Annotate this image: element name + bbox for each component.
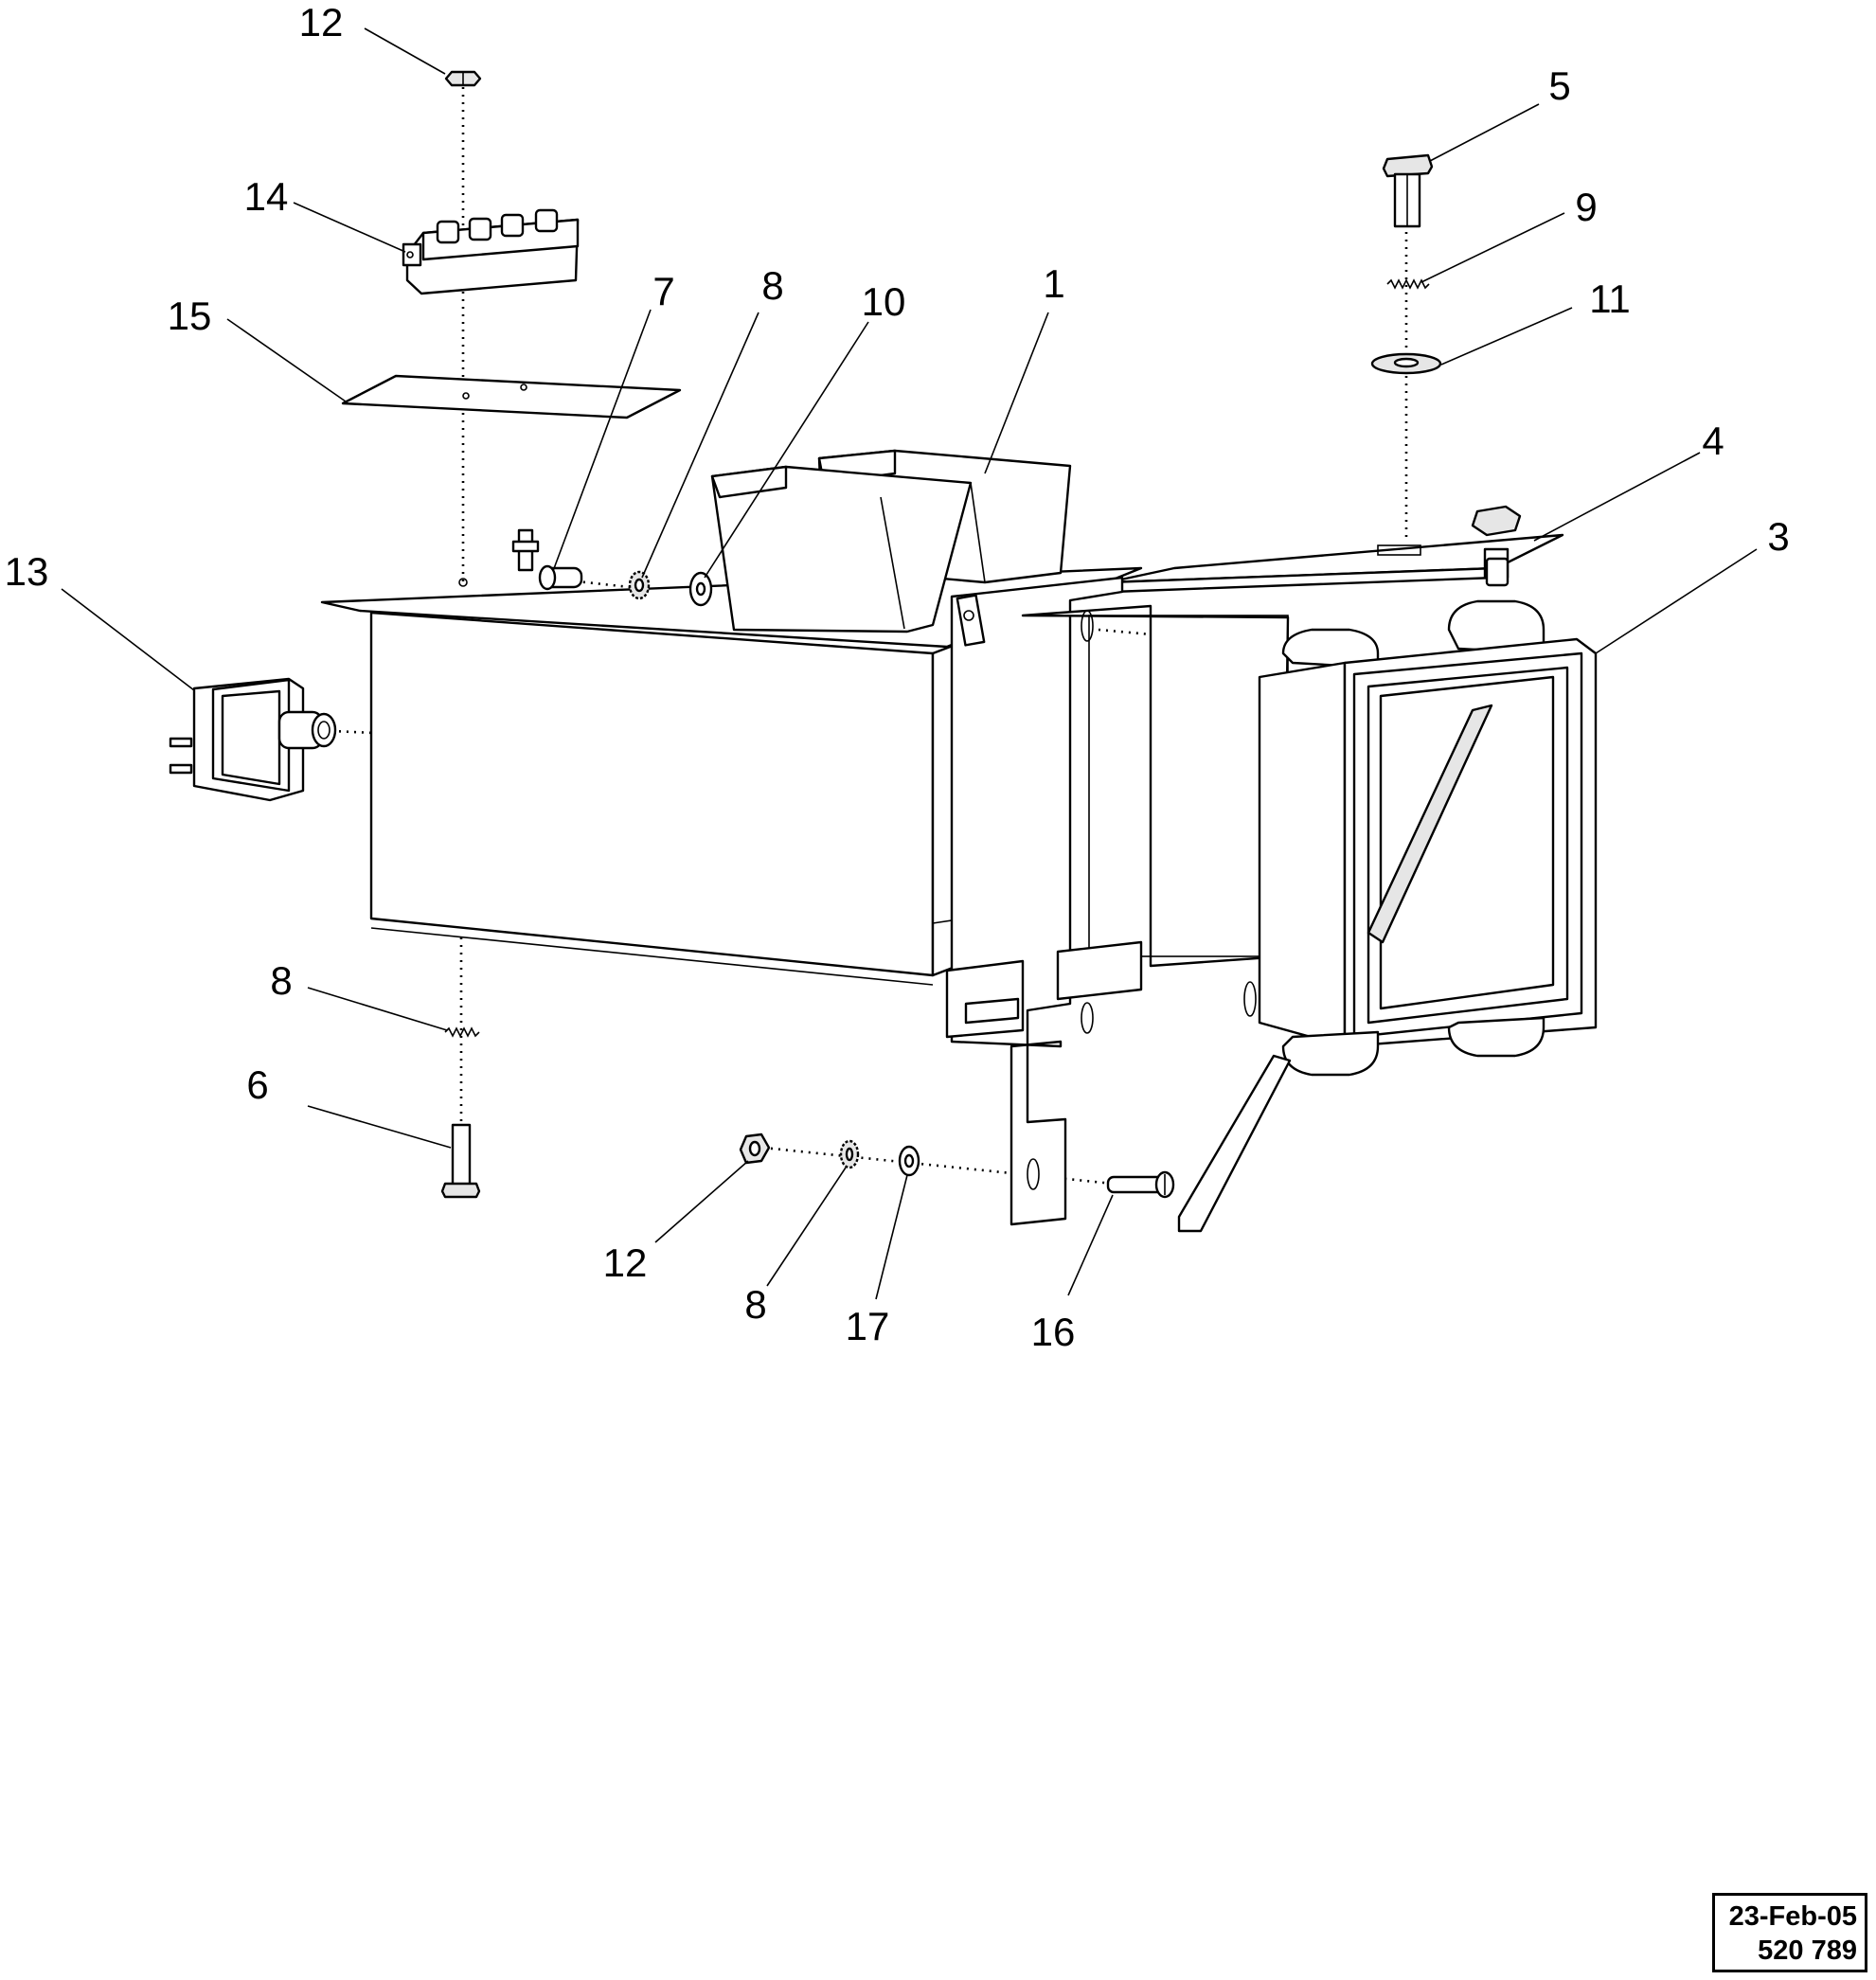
drawing-stamp: 23-Feb-05 520 789 — [1712, 1893, 1867, 1972]
callout-labels: 12 14 15 13 7 8 10 1 5 9 11 4 3 8 6 12 8… — [5, 0, 1790, 1354]
callout-8-top: 8 — [761, 263, 783, 308]
part-funnels — [710, 449, 1072, 633]
callout-17: 17 — [846, 1304, 890, 1348]
part-washer-17 — [898, 1145, 920, 1177]
callout-13: 13 — [5, 549, 49, 594]
part-bolt-6 — [440, 1123, 481, 1199]
callout-12-bottom: 12 — [603, 1240, 648, 1285]
callout-15: 15 — [168, 294, 212, 338]
callout-1: 1 — [1043, 261, 1064, 306]
part-hex-bolt-5 — [1382, 153, 1434, 228]
part-square-frame — [1177, 599, 1598, 1233]
part-star-washer-top — [628, 570, 651, 600]
callout-6: 6 — [246, 1062, 268, 1107]
part-terminal-block — [402, 208, 580, 295]
callout-14: 14 — [244, 174, 289, 219]
part-switch-13 — [169, 677, 337, 802]
callout-4: 4 — [1702, 419, 1724, 463]
part-washer-10 — [688, 571, 713, 607]
callout-9: 9 — [1575, 185, 1597, 229]
callout-8-left: 8 — [270, 958, 292, 1003]
part-flat-washer-11 — [1370, 352, 1442, 375]
callout-8-bottom: 8 — [744, 1282, 766, 1327]
stamp-number: 520 789 — [1758, 1935, 1857, 1966]
callout-12-top: 12 — [299, 0, 344, 45]
part-gasket-plate — [341, 374, 682, 419]
part-screw-16 — [1106, 1170, 1175, 1199]
callout-7: 7 — [652, 269, 674, 313]
part-hex-nut-top — [444, 70, 482, 87]
part-stud-7 — [511, 528, 583, 591]
callout-3: 3 — [1767, 514, 1789, 559]
part-hex-nut-bottom — [739, 1133, 771, 1165]
part-star-washer-bottom — [839, 1139, 860, 1169]
callout-11: 11 — [1589, 276, 1631, 321]
part-mounting-bar — [1106, 505, 1564, 594]
callout-10: 10 — [862, 279, 906, 324]
leader-lines — [61, 27, 1758, 1300]
stamp-date: 23-Feb-05 — [1728, 1901, 1857, 1932]
part-bracket-plate — [945, 576, 1290, 1226]
callout-16: 16 — [1031, 1310, 1076, 1354]
callout-5: 5 — [1548, 63, 1570, 108]
part-star-washer-left — [444, 1026, 480, 1038]
